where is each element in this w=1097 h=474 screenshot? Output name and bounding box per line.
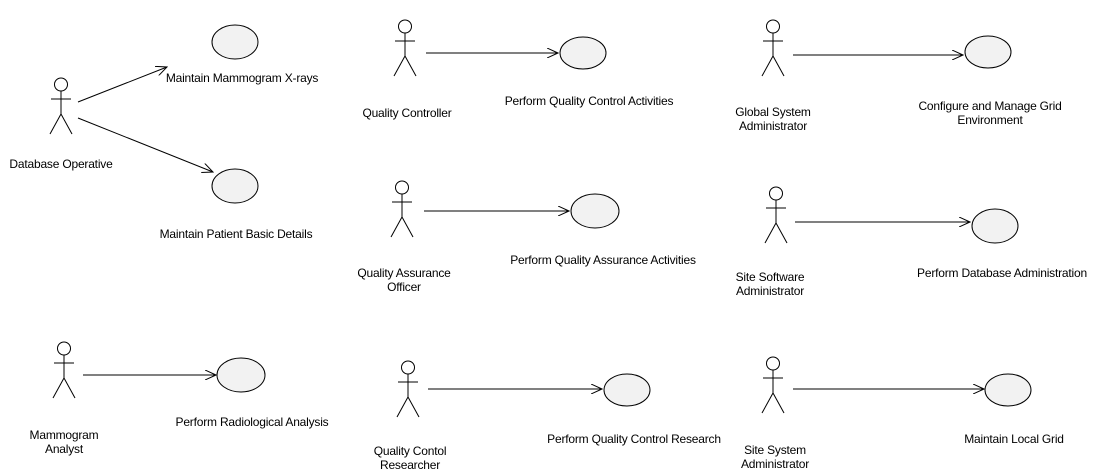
actor-label-a4: Quality Assurance Officer xyxy=(357,266,451,294)
actor-label-a7: Quality Contol Researcher xyxy=(373,444,447,472)
use-case-label-u3: Perform Quality Control Activities xyxy=(504,94,674,108)
use-case-u4 xyxy=(964,35,1012,69)
actor-a8 xyxy=(761,356,785,414)
actor-label-a6: Mammogram Analyst xyxy=(29,428,99,456)
use-case-label-u9: Maintain Local Grid xyxy=(964,432,1064,446)
actor-a7 xyxy=(396,360,420,418)
use-case-u9 xyxy=(984,373,1032,407)
use-case-label-u1: Maintain Mammogram X-rays xyxy=(165,71,319,85)
use-case-label-u4: Configure and Manage Grid Environment xyxy=(918,99,1062,127)
use-case-label-u6: Perform Database Administration xyxy=(917,266,1087,280)
actor-a4 xyxy=(390,180,414,238)
use-case-u5 xyxy=(570,193,620,229)
use-case-u8 xyxy=(603,373,651,407)
actor-a5 xyxy=(764,186,788,244)
actor-a1 xyxy=(49,77,73,135)
use-case-u6 xyxy=(971,208,1019,244)
actor-a3 xyxy=(761,19,785,77)
use-case-label-u5: Perform Quality Assurance Activities xyxy=(510,253,696,267)
use-case-label-u2: Maintain Patient Basic Details xyxy=(159,227,313,241)
actor-a2 xyxy=(393,19,417,77)
actor-label-a3: Global System Administrator xyxy=(735,105,811,133)
use-case-u7 xyxy=(216,357,266,393)
use-case-label-u7: Perform Radiological Analysis xyxy=(175,415,329,429)
association-a1-u2 xyxy=(77,117,213,172)
actor-label-a2: Quality Controller xyxy=(362,106,452,120)
use-case-u3 xyxy=(559,36,607,70)
association-a1-u1 xyxy=(77,67,167,103)
use-case-u1 xyxy=(211,24,259,60)
actor-label-a8: Site System Administrator xyxy=(740,443,810,471)
use-case-label-u8: Perform Quality Control Research xyxy=(547,432,721,446)
actor-label-a1: Database Operative xyxy=(9,157,113,171)
use-case-u2 xyxy=(211,168,259,204)
actor-a6 xyxy=(52,341,76,399)
actor-label-a5: Site Software Administrator xyxy=(735,270,805,298)
